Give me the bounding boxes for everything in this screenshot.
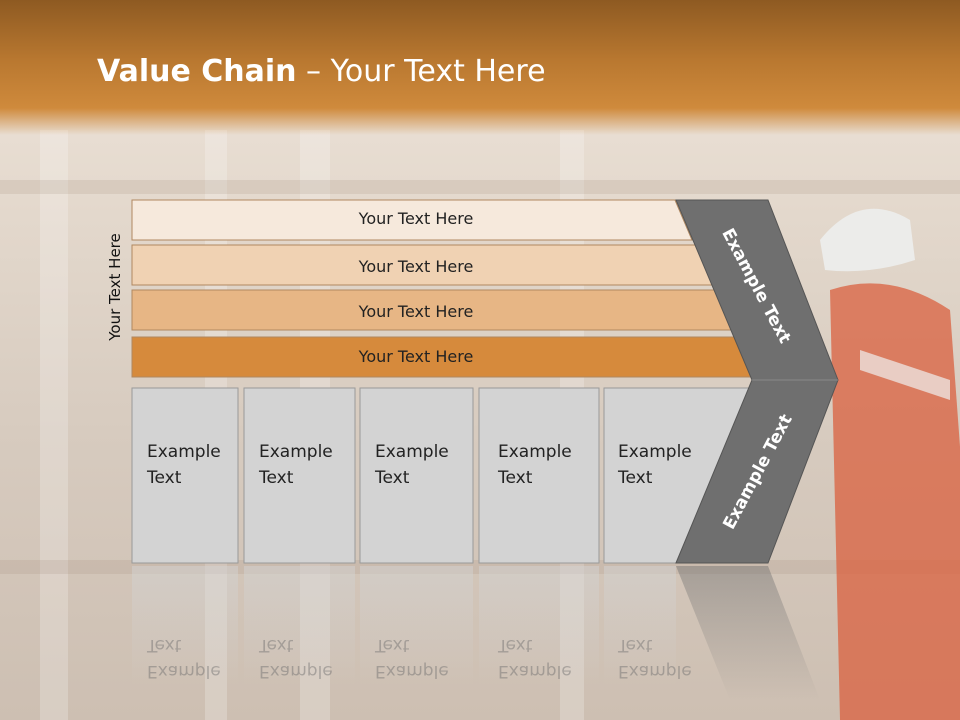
title-bar <box>0 0 960 135</box>
reflection-text-3-line1: Example <box>375 661 449 681</box>
reflection-box-4 <box>479 566 599 686</box>
reflection-box-3 <box>360 566 473 686</box>
reflection-box-2 <box>244 566 355 686</box>
activity-box-5-line2: Text <box>618 468 653 488</box>
worker-figure <box>820 208 960 720</box>
page-title: Value Chain – Your Text Here <box>97 54 546 89</box>
activity-box-5-line1: Example <box>618 442 692 462</box>
background-beam <box>0 180 960 194</box>
band-2-label: Your Text Here <box>358 257 474 276</box>
title-rest: – Your Text Here <box>296 54 546 89</box>
reflection-text-1-line2: Text <box>147 635 182 655</box>
reflection-text-1-line1: Example <box>147 661 221 681</box>
reflection-text-2: Example Text <box>259 632 333 684</box>
activity-box-2-line1: Example <box>259 442 333 462</box>
reflection-text-2-line2: Text <box>259 635 294 655</box>
activity-box-3-text: Example Text <box>375 439 449 491</box>
activity-box-4 <box>478 387 600 564</box>
activity-box-1-text: Example Text <box>147 439 221 491</box>
reflection-text-1: Example Text <box>147 632 221 684</box>
reflection-text-5-line1: Example <box>618 661 692 681</box>
band-3-label: Your Text Here <box>358 302 474 321</box>
reflection-arrow <box>676 566 820 700</box>
reflection-text-3-line2: Text <box>375 635 410 655</box>
band-1-label: Your Text Here <box>358 209 474 228</box>
band-1 <box>131 199 693 241</box>
activity-box-2-line2: Text <box>259 468 294 488</box>
chevron-arrow <box>675 199 839 564</box>
reflection-text-5: Example Text <box>618 632 692 684</box>
reflection-text-5-line2: Text <box>618 635 653 655</box>
activity-box-3 <box>359 387 474 564</box>
reflection-box-1 <box>132 566 238 686</box>
activity-box-4-line2: Text <box>498 468 533 488</box>
activity-box-5-text: Example Text <box>618 439 692 491</box>
activity-box-4-line1: Example <box>498 442 572 462</box>
activity-box-2-text: Example Text <box>259 439 333 491</box>
activity-box-3-line1: Example <box>375 442 449 462</box>
activity-box-2 <box>243 387 356 564</box>
reflection-text-2-line1: Example <box>259 661 333 681</box>
activity-box-4-text: Example Text <box>498 439 572 491</box>
activity-box-1-line1: Example <box>147 442 221 462</box>
reflection-text-4-line2: Text <box>498 635 533 655</box>
activity-box-3-line2: Text <box>375 468 410 488</box>
reflection-text-3: Example Text <box>375 632 449 684</box>
activity-box-1 <box>131 387 239 564</box>
background-pillar <box>40 130 68 720</box>
reflection-text-4-line1: Example <box>498 661 572 681</box>
reflection-box-5 <box>604 566 676 686</box>
title-bold: Value Chain <box>97 54 297 89</box>
band-4-label: Your Text Here <box>358 347 474 366</box>
reflection-text-4: Example Text <box>498 632 572 684</box>
activity-box-1-line2: Text <box>147 468 182 488</box>
